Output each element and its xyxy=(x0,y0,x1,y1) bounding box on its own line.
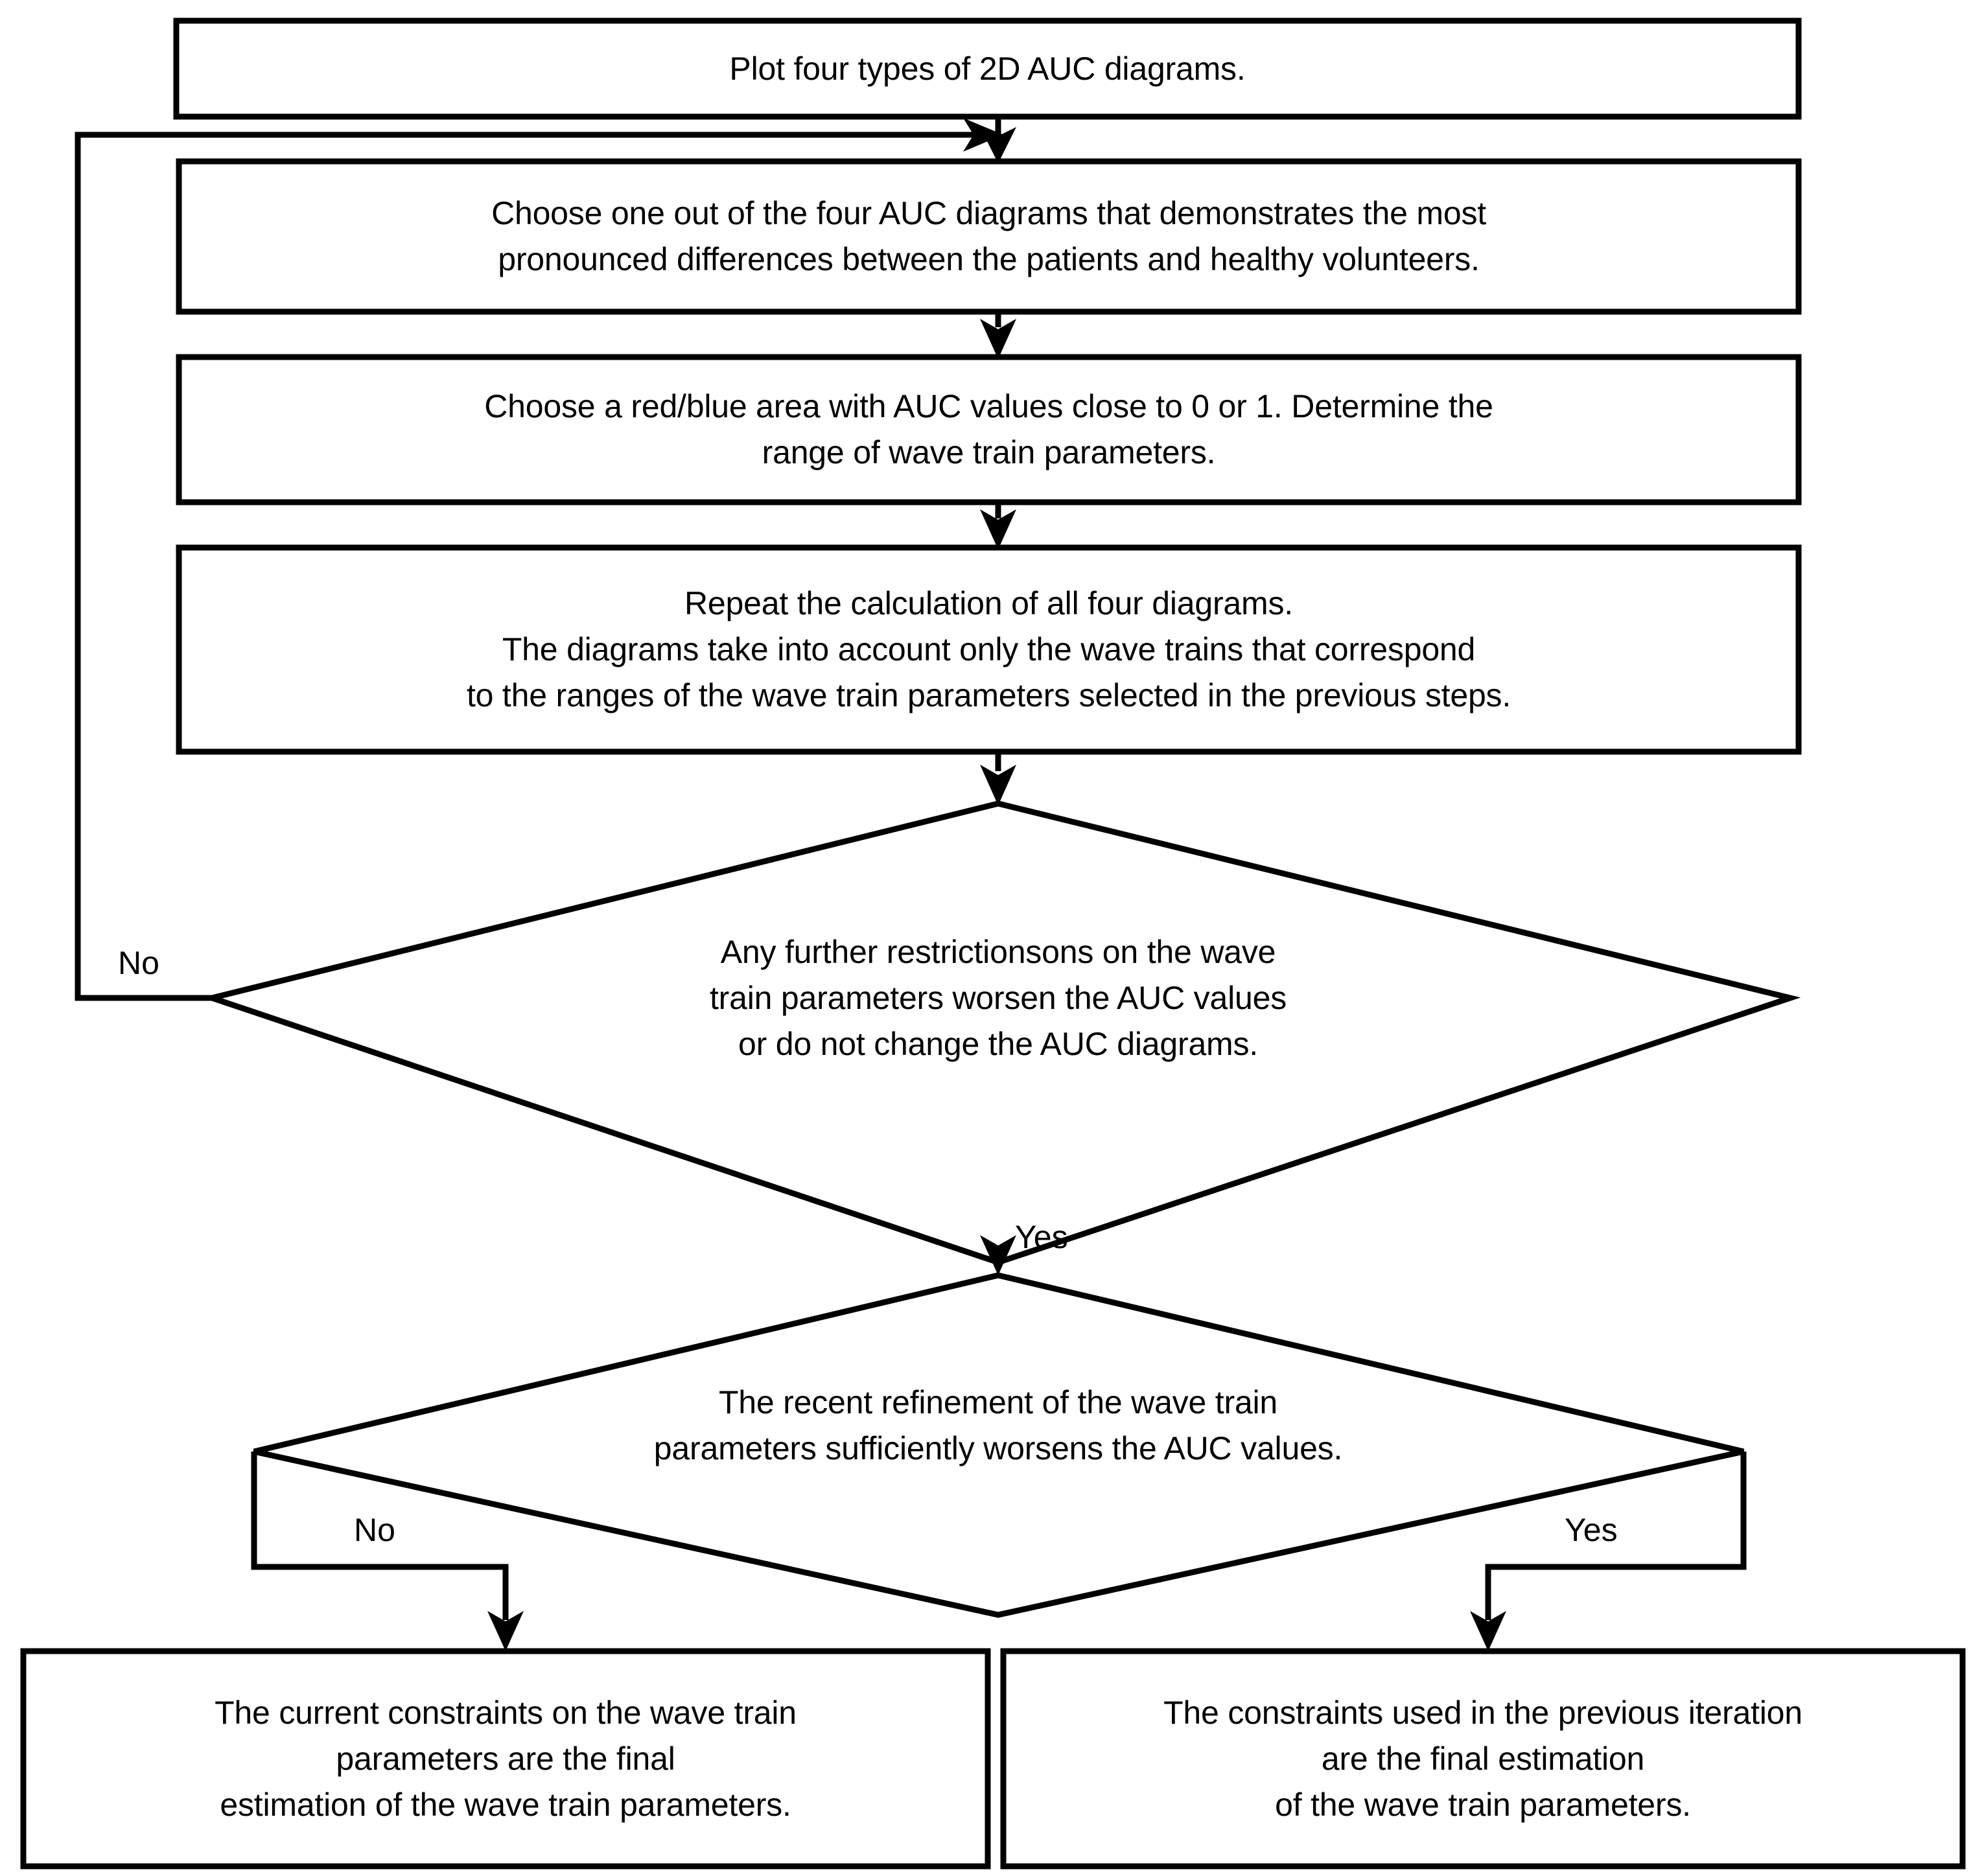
node-label-choose-area: Choose a red/blue area with AUC values c… xyxy=(484,388,1493,470)
connector-decision2-yes xyxy=(1485,1452,1747,1620)
arrowhead-repeat-to-decision1 xyxy=(980,765,1016,805)
arrowhead-choose-to-area xyxy=(980,319,1016,359)
edge-label-refinement-yes: Yes xyxy=(1565,1512,1618,1548)
node-shape-decision-refinement[interactable] xyxy=(253,1272,1745,1618)
node-label-plot-diagrams: Plot four types of 2D AUC diagrams. xyxy=(729,50,1246,87)
node-label-result-current: The current constraints on the wave trai… xyxy=(215,1694,797,1823)
node-shape-choose-diagram[interactable] xyxy=(176,158,1802,315)
edge-label-restrictions-yes: Yes xyxy=(1015,1219,1068,1255)
arrowhead-loopback xyxy=(963,118,1003,152)
arrowhead-decision1-yes xyxy=(980,1235,1016,1275)
edge-label-refinement-no: No xyxy=(354,1512,395,1548)
connector-decision2-no xyxy=(251,1452,509,1620)
node-shape-choose-area[interactable] xyxy=(176,354,1802,505)
node-label-decision-refinement: The recent refinement of the wave train … xyxy=(653,1384,1343,1466)
arrowhead-decision2-no xyxy=(487,1611,524,1651)
node-label-decision-restrictions: Any further restrictionsons on the wave … xyxy=(709,933,1287,1062)
node-label-result-previous: The constraints used in the previous ite… xyxy=(1163,1694,1802,1823)
node-shape-plot-diagrams[interactable] xyxy=(173,17,1802,120)
edge-label-restrictions-no: No xyxy=(118,945,159,981)
connector-loopback-line xyxy=(75,132,979,1001)
node-shape-repeat-calculation[interactable] xyxy=(176,544,1802,755)
node-label-choose-diagram: Choose one out of the four AUC diagrams … xyxy=(491,195,1486,277)
arrowhead-decision2-yes xyxy=(1470,1611,1506,1651)
node-label-repeat-calculation: Repeat the calculation of all four diagr… xyxy=(466,585,1511,713)
node-shape-result-previous[interactable] xyxy=(1000,1648,1966,1870)
arrowhead-area-to-repeat xyxy=(980,509,1016,550)
